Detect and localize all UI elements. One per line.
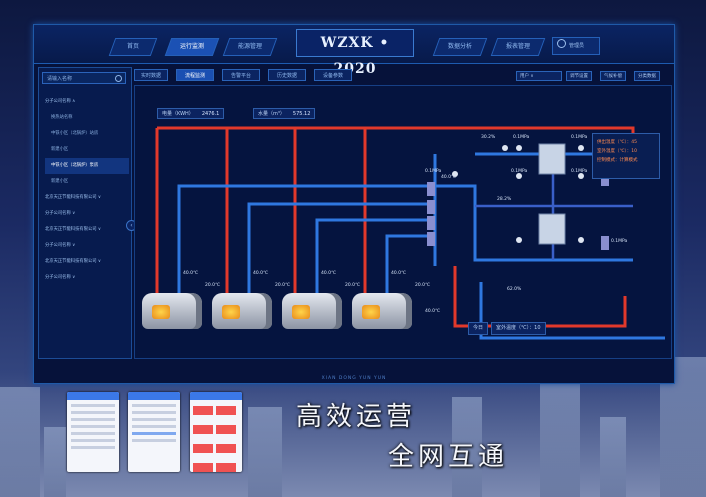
pressure-label: 0.1MPa [571,168,588,174]
pump[interactable] [601,236,609,250]
gauge[interactable] [578,237,584,243]
header-temp-label: 40.0℃ [441,174,456,180]
boiler-temp-label: 40.0℃ [425,308,440,314]
return-temp-label: 20.0℃ [345,282,360,288]
sidebar: 请输入名称 分子公司名称 ∧换热站名称中铁小区（北锅炉）站房新建小区中铁小区（北… [38,67,137,359]
building [248,407,282,497]
tab-params[interactable]: 设备参数 [314,69,352,81]
building [600,417,626,497]
heat-exchanger[interactable] [538,143,566,175]
tree-item[interactable]: 新建小区 [51,179,69,184]
mobile-screenshot[interactable] [190,392,242,472]
pressure-label: 0.1MPa [571,134,588,140]
gauge[interactable] [516,145,522,151]
slogan-line-2: 全网互通 [388,442,509,472]
supply-pipe [155,128,367,310]
water-readout: 水量（m³）575.12 [253,108,316,119]
return-pipe [177,184,443,310]
nav-energy[interactable]: 能源管理 [222,38,278,56]
return-temp-label: 20.0℃ [275,282,290,288]
percent-label: 30.2% [481,134,496,140]
tab-process[interactable]: 流程监测 [176,69,214,81]
heat-exchanger[interactable] [538,213,566,245]
tree-item[interactable]: 换热站名称 [51,115,73,120]
pressure-label: 0.1MPa [425,168,442,174]
supply-temp-label: 40.0℃ [253,270,268,276]
dashboard-window: 首页 运行监测 能源管理 WZXK • 2020 数据分析 报表管理 管理员 请… [33,24,675,384]
pump[interactable] [427,232,435,246]
boiler[interactable] [352,293,412,329]
pressure-label: 0.1MPa [511,168,528,174]
tree-item[interactable]: 分子公司名称 ∨ [45,211,76,216]
category-button[interactable]: 分类数据 [634,71,660,81]
nav-analysis[interactable]: 数据分析 [432,38,488,56]
slogan-line-1: 高效运营 [296,402,417,432]
tree-item[interactable]: 中铁小区（北锅炉）站房 [51,131,99,136]
building [540,377,580,497]
burner [152,305,170,319]
top-bar: 首页 运行监测 能源管理 WZXK • 2020 数据分析 报表管理 管理员 [34,25,674,77]
tree-item[interactable]: 分子公司名称 ∨ [45,275,76,280]
gauge[interactable] [578,173,584,179]
pump[interactable] [427,200,435,214]
climate-button[interactable]: 气候补偿 [600,71,626,81]
power-readout: 电量（KWH）2476.1 [157,108,225,119]
tab-realtime[interactable]: 实时数据 [134,69,168,81]
bottom-pipe [479,282,665,340]
burner [362,305,380,319]
tree-item[interactable]: 分子公司名称 ∨ [45,243,76,248]
app-title: WZXK • 2020 [296,29,414,77]
percent-label: 28.2% [497,196,512,202]
percent-label: 62.0% [507,286,522,292]
supply-temp-label: 40.0℃ [391,270,406,276]
tab-alarm[interactable]: 告警平台 [222,69,260,81]
footer-text: XIAN DONG YUN YUN [321,376,387,381]
pressure-label: 0.1MPa [513,134,530,140]
tree-item[interactable]: 北京天正节能科技有限公司 ∨ [45,227,102,232]
pump[interactable] [427,216,435,230]
return-temp-label: 20.0℃ [415,282,430,288]
user-select[interactable]: 用户 ∨ [516,71,562,81]
pressure-gauges [452,145,584,243]
pressure-label: 0.1MPa [611,238,628,244]
gauge[interactable] [452,171,458,177]
nav-reports[interactable]: 报表管理 [490,38,546,56]
building [0,387,40,497]
gauge[interactable] [502,145,508,151]
search-icon[interactable] [115,75,122,82]
outdoor-temp: 今日室外温度（℃）：10 [468,322,549,335]
tree-item[interactable]: 中铁小区（北锅炉）泵房 [45,158,129,174]
nav-monitoring[interactable]: 运行监测 [164,38,220,56]
gauge[interactable] [516,237,522,243]
mobile-screenshot[interactable] [67,392,119,472]
tree-item[interactable]: 北京天正节能科技有限公司 ∨ [45,195,102,200]
boiler[interactable] [142,293,202,329]
building [452,397,482,497]
supply-temp-label: 40.0℃ [321,270,336,276]
boiler[interactable] [212,293,272,329]
user-icon [557,39,566,48]
burner [222,305,240,319]
tree-item[interactable]: 新建小区 [51,147,69,152]
gauge[interactable] [578,145,584,151]
return-temp-label: 20.0℃ [205,282,220,288]
process-diagram: 40.0℃ 40.0℃ 40.0℃ 40.0℃ 20.0℃ 20.0℃ 20.0… [155,126,665,340]
building [44,427,66,497]
mobile-screenshot[interactable] [128,392,180,472]
pump[interactable] [427,182,435,196]
adjust-button[interactable]: 调节设置 [566,71,592,81]
search-input[interactable]: 请输入名称 [42,72,126,84]
nav-home[interactable]: 首页 [108,38,158,56]
gauge[interactable] [516,173,522,179]
supply-temp-label: 40.0℃ [183,270,198,276]
burner [292,305,310,319]
tree-item[interactable]: 分子公司名称 ∧ [45,99,76,104]
control-info-panel: 供出温度（℃）：45 室外温度（℃）：10 控制模式：计算模式 [592,133,660,179]
pump[interactable] [601,172,609,186]
user-menu[interactable]: 管理员 [552,37,600,55]
tab-history[interactable]: 历史数据 [268,69,306,81]
org-tree: 分子公司名称 ∧换热站名称中铁小区（北锅炉）站房新建小区中铁小区（北锅炉）泵房新… [45,94,129,286]
tree-item[interactable]: 北京天正节能科技有限公司 ∨ [45,259,102,264]
boiler[interactable] [282,293,342,329]
